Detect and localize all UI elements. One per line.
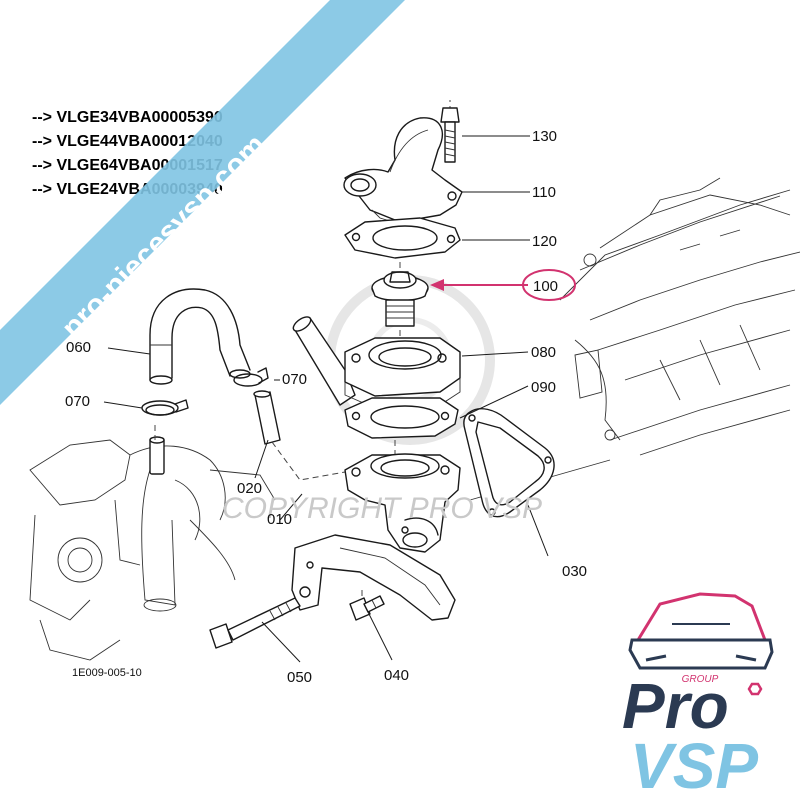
callout-060: 060 [66,339,91,356]
logo-pro-text: Pro [622,670,729,742]
part-130-bolt [440,107,460,163]
callout-090: 090 [531,379,556,396]
logo-group-text: GROUP [682,674,719,685]
part-060-bypass-hose [149,288,251,385]
callout-010: 010 [267,511,292,528]
callout-080: 080 [531,344,556,361]
part-050-long-bolt [209,597,301,649]
callout-040: 040 [384,667,409,684]
callout-050: 050 [287,669,312,686]
part-100-thermostat [371,271,429,327]
highlight-arrow [430,269,576,301]
part-020-small-hose [253,390,281,445]
part-110-thermostat-cover [343,117,463,225]
water-pump-housing [29,436,276,661]
callout-070-left: 070 [65,393,90,410]
callout-020: 020 [237,480,262,497]
vin-line-1: --> VLGE34VBA00005390 [32,109,223,126]
drawing-code: 1E009-005-10 [72,667,142,679]
watermark-banner: pro-piecesvsp.com [0,0,405,405]
callout-030: 030 [562,563,587,580]
vin-line-2: --> VLGE44VBA00012040 [32,133,223,150]
logo-vsp-text: VSP [630,730,758,800]
mounting-bracket [291,534,456,621]
part-090-gasket [344,397,459,439]
pro-vsp-logo: GROUP Pro VSP [622,592,774,800]
car-outline-icon [628,592,774,670]
copyright-overlay: COPYRIGHT PRO VSP [222,492,542,525]
callout-110: 110 [532,184,556,201]
callout-130: 130 [532,128,557,145]
callout-leader-lines [103,135,549,663]
part-040-short-bolt [349,595,385,621]
callout-070-upper: 070 [282,371,307,388]
callout-120: 120 [532,233,557,250]
part-010-water-flange [344,453,461,553]
part-080-thermostat-housing [344,337,461,409]
part-030-flange-gasket [463,408,555,518]
part-120-gasket [344,217,461,259]
callout-100: 100 [533,278,558,295]
bypass-pipe [292,316,356,406]
